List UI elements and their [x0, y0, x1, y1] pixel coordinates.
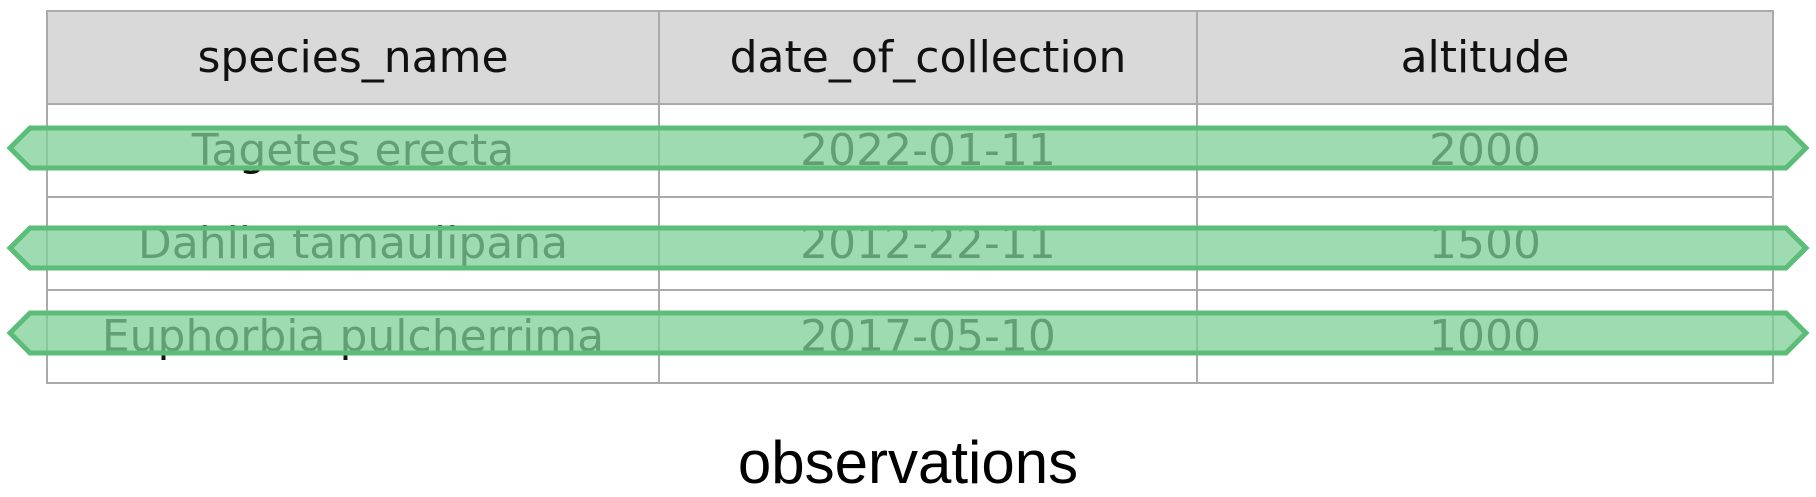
table-row: Dahlia tamaulipana 2012-22-11 1500: [46, 196, 1774, 291]
cell-altitude: 1500: [1196, 196, 1774, 291]
observations-table: species_name date_of_collection altitude…: [46, 10, 1774, 384]
column-header-species-name: species_name: [46, 10, 660, 105]
cell-species-name: Tagetes erecta: [46, 103, 660, 198]
cell-species-name: Dahlia tamaulipana: [46, 196, 660, 291]
table-row: Euphorbia pulcherrima 2017-05-10 1000: [46, 289, 1774, 384]
cell-date-of-collection: 2012-22-11: [658, 196, 1198, 291]
observations-table-container: species_name date_of_collection altitude…: [46, 10, 1774, 384]
header-row: species_name date_of_collection altitude: [46, 10, 1774, 105]
table-row: Tagetes erecta 2022-01-11 2000: [46, 103, 1774, 198]
cell-date-of-collection: 2017-05-10: [658, 289, 1198, 384]
cell-date-of-collection: 2022-01-11: [658, 103, 1198, 198]
column-header-date-of-collection: date_of_collection: [658, 10, 1198, 105]
column-header-altitude: altitude: [1196, 10, 1774, 105]
diagram-caption: observations: [737, 429, 1079, 496]
cell-altitude: 1000: [1196, 289, 1774, 384]
cell-altitude: 2000: [1196, 103, 1774, 198]
cell-species-name: Euphorbia pulcherrima: [46, 289, 660, 384]
